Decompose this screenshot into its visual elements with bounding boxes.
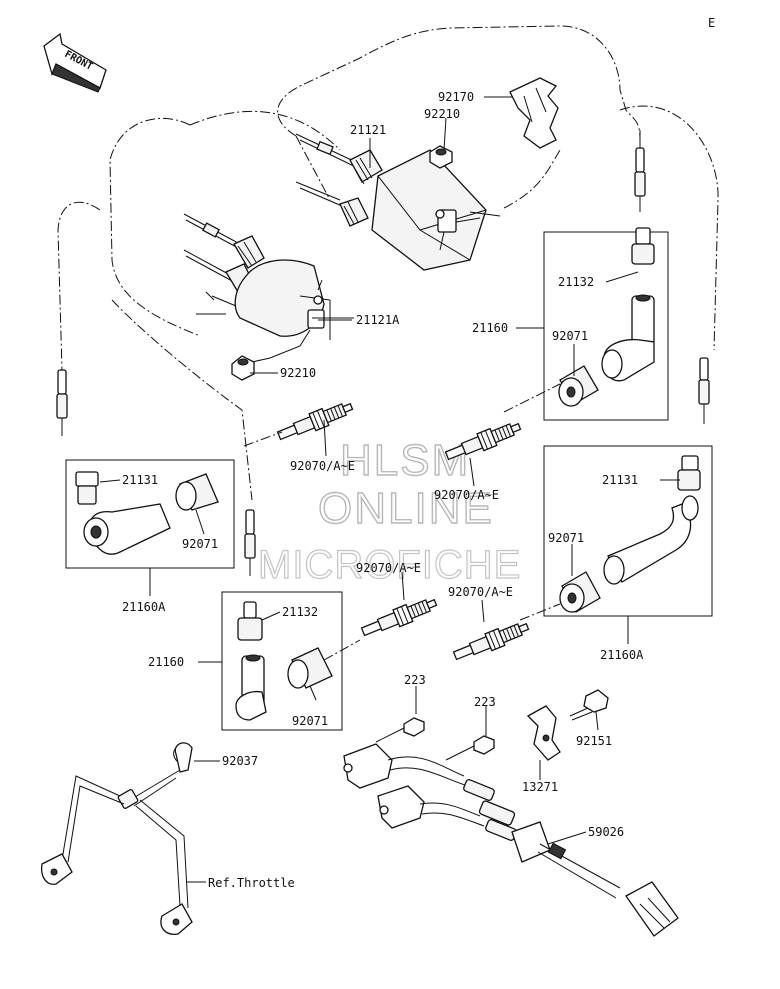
label-92070-center: 92070/A~E [356,561,421,575]
terminal-21132-center [237,601,263,641]
label-21121: 21121 [350,123,386,137]
label-21121A: 21121A [356,313,400,327]
bolt-223-a [375,688,425,743]
label-92170: 92170 [438,90,474,104]
watermark: HLSM ONLINE MICROFICHE [257,435,521,587]
wire-harness-59026 [343,743,679,937]
label-13271: 13271 [522,780,558,794]
rubber-seal-92071-center [287,647,333,689]
watermark-line-2: ONLINE [318,484,494,533]
label-92071-left: 92071 [182,537,218,551]
terminal-pin-left [56,369,68,436]
clip-13271 [526,705,561,761]
cap-assembly-21160-right [543,227,669,421]
rubber-seal-92071-left [175,473,219,511]
bracket-92037 [40,742,193,935]
terminal-21132-right [631,227,655,265]
label-92210-bottom: 92210 [280,366,316,380]
rubber-seal-92071-right-bottom [559,571,601,613]
ignition-coil-21121A [183,213,354,363]
label-21160-right: 21160 [472,321,508,335]
cap-assembly-21160A-right [543,445,713,617]
label-21160A-left: 21160A [122,600,166,614]
label-92070-mid: 92070/A~E [434,488,499,502]
plug-cap-right-bottom [603,495,699,585]
bolt-92151 [569,689,609,721]
terminal-21131-right [677,455,701,491]
spark-plug-right [452,622,530,661]
label-92151: 92151 [576,734,612,748]
page-code: E [708,16,715,30]
grommet-92210-bottom [231,355,255,381]
label-223-b: 223 [474,695,496,709]
spark-plug-left [276,402,354,441]
label-21160-center: 21160 [148,655,184,669]
plug-cap-center [235,654,267,721]
label-92070-right: 92070/A~E [448,585,513,599]
front-arrow-icon: FRONT [43,32,107,93]
grommet-92210-top [429,145,453,169]
cap-assembly-21160-center [221,591,343,731]
label-92210-top: 92210 [424,107,460,121]
watermark-line-1: HLSM [340,436,470,485]
plug-cap-right-top [601,294,655,382]
label-223-a: 223 [404,673,426,687]
terminal-pin-right-top [634,130,646,212]
label-92070-left: 92070/A~E [290,459,355,473]
terminal-pin-center [244,509,256,576]
label-92071-right-top: 92071 [552,329,588,343]
ignition-coil-21121 [295,133,501,271]
label-92071-right-bottom: 92071 [548,531,584,545]
label-21132-center: 21132 [282,605,318,619]
part-labels: 92170 92210 21121 21121A 92210 21132 211… [122,90,644,890]
label-59026: 59026 [588,825,624,839]
label-21131-left: 21131 [122,473,158,487]
label-92037: 92037 [222,754,258,768]
plug-cap-left [83,503,171,555]
label-21160A-right: 21160A [600,648,644,662]
bolt-223-b [445,706,495,761]
label-ref-throttle: Ref.Throttle [208,876,295,890]
label-21131-right: 21131 [602,473,638,487]
label-92071-center: 92071 [292,714,328,728]
harness-outline-left [57,105,719,501]
rubber-seal-92071-right-top [558,365,599,407]
label-21132-right: 21132 [558,275,594,289]
cap-assembly-21160A-left [65,459,235,569]
spark-plug-center [360,598,438,637]
watermark-line-3: MICROFICHE [258,543,521,587]
terminal-pin-right-mid [698,357,710,424]
clamp-92170 [509,77,559,149]
spark-plug-mid [444,422,522,461]
leader-lines [99,96,680,883]
terminal-21131-left [75,471,99,505]
